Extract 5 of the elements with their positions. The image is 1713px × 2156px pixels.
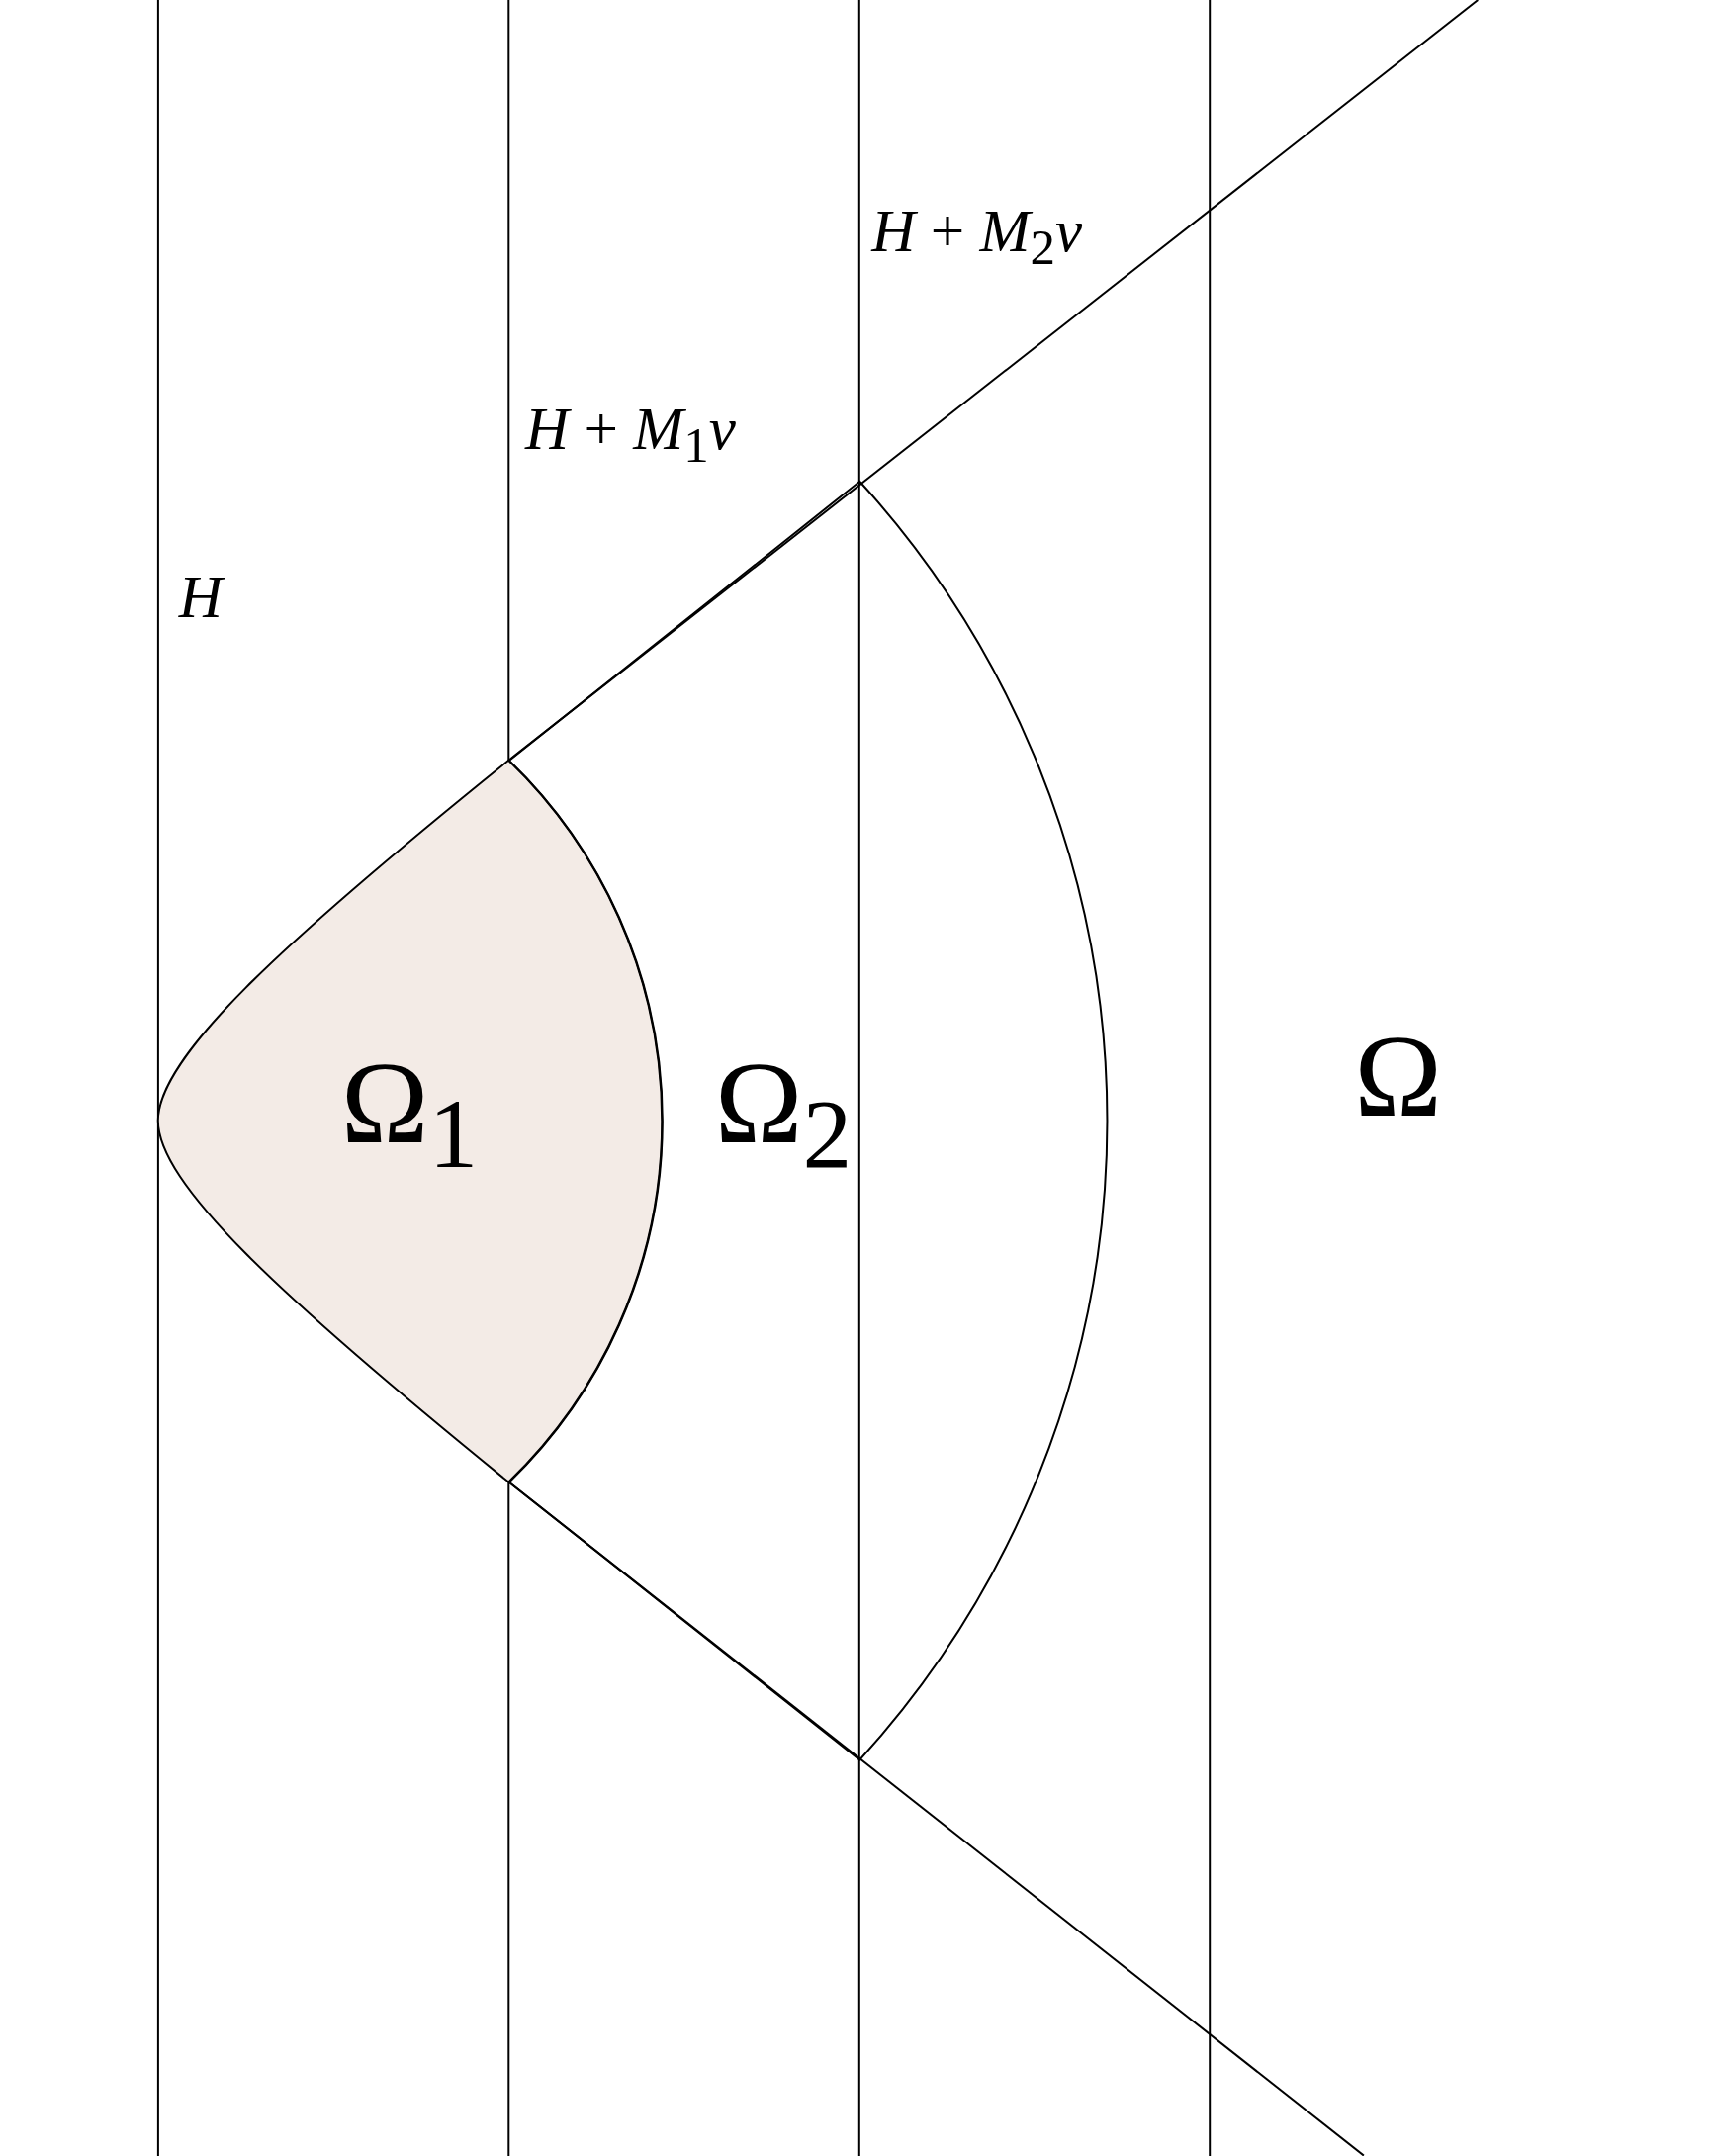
region-label: Ω <box>1354 1017 1442 1136</box>
region-label: Ω$_{2}$ <box>714 1044 853 1184</box>
line-label: H + M$_{2}$ν <box>871 200 1083 274</box>
line-label: H + M$_{1}$ν <box>525 399 736 472</box>
region-label: Ω$_{1}$ <box>340 1044 479 1184</box>
